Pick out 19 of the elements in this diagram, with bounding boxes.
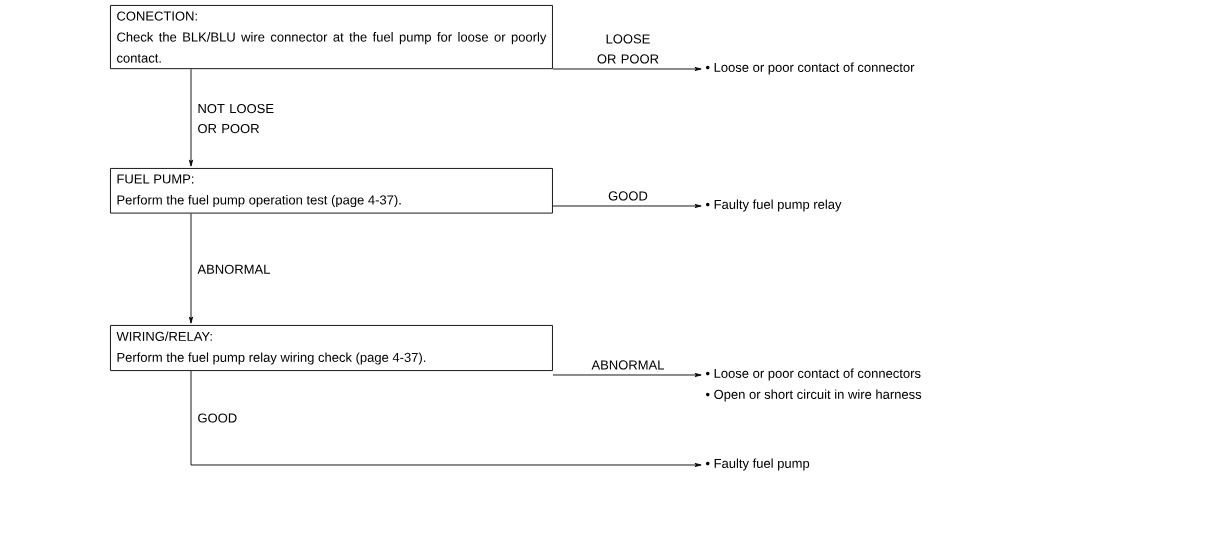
- result-text: • Faulty fuel pump: [705, 458, 810, 471]
- process-box: CONECTION: Check the BLK/BLU wire connector at the fuel pump for loose or poorly contact.: [110, 5, 553, 70]
- edge-label: ABNORMAL: [197, 264, 270, 274]
- edge-label: ABNORMAL: [591, 360, 664, 370]
- process-box: FUEL PUMP: Perform the fuel pump operation test (page 4-37).: [110, 168, 553, 214]
- result-text: • Loose or poor contact of connector: [705, 62, 915, 75]
- arrow: [189, 68, 193, 167]
- arrow: [552, 67, 702, 71]
- edge-label: GOOD: [198, 413, 237, 423]
- arrow: [552, 204, 702, 208]
- arrow: [190, 370, 702, 467]
- arrow: [552, 373, 702, 377]
- edge-label: GOOD: [608, 191, 648, 201]
- result-text: • Faulty fuel pump relay: [705, 199, 842, 212]
- result-text: • Loose or poor contact of connectors • Open or short circuit in wire harness: [705, 368, 922, 402]
- process-box: WIRING/RELAY: Perform the fuel pump relay wiring check (page 4-37).: [110, 325, 553, 371]
- arrow: [189, 213, 193, 324]
- edge-label: LOOSE OR POOR: [597, 34, 659, 64]
- edge-label: NOT LOOSE OR POOR: [198, 103, 274, 134]
